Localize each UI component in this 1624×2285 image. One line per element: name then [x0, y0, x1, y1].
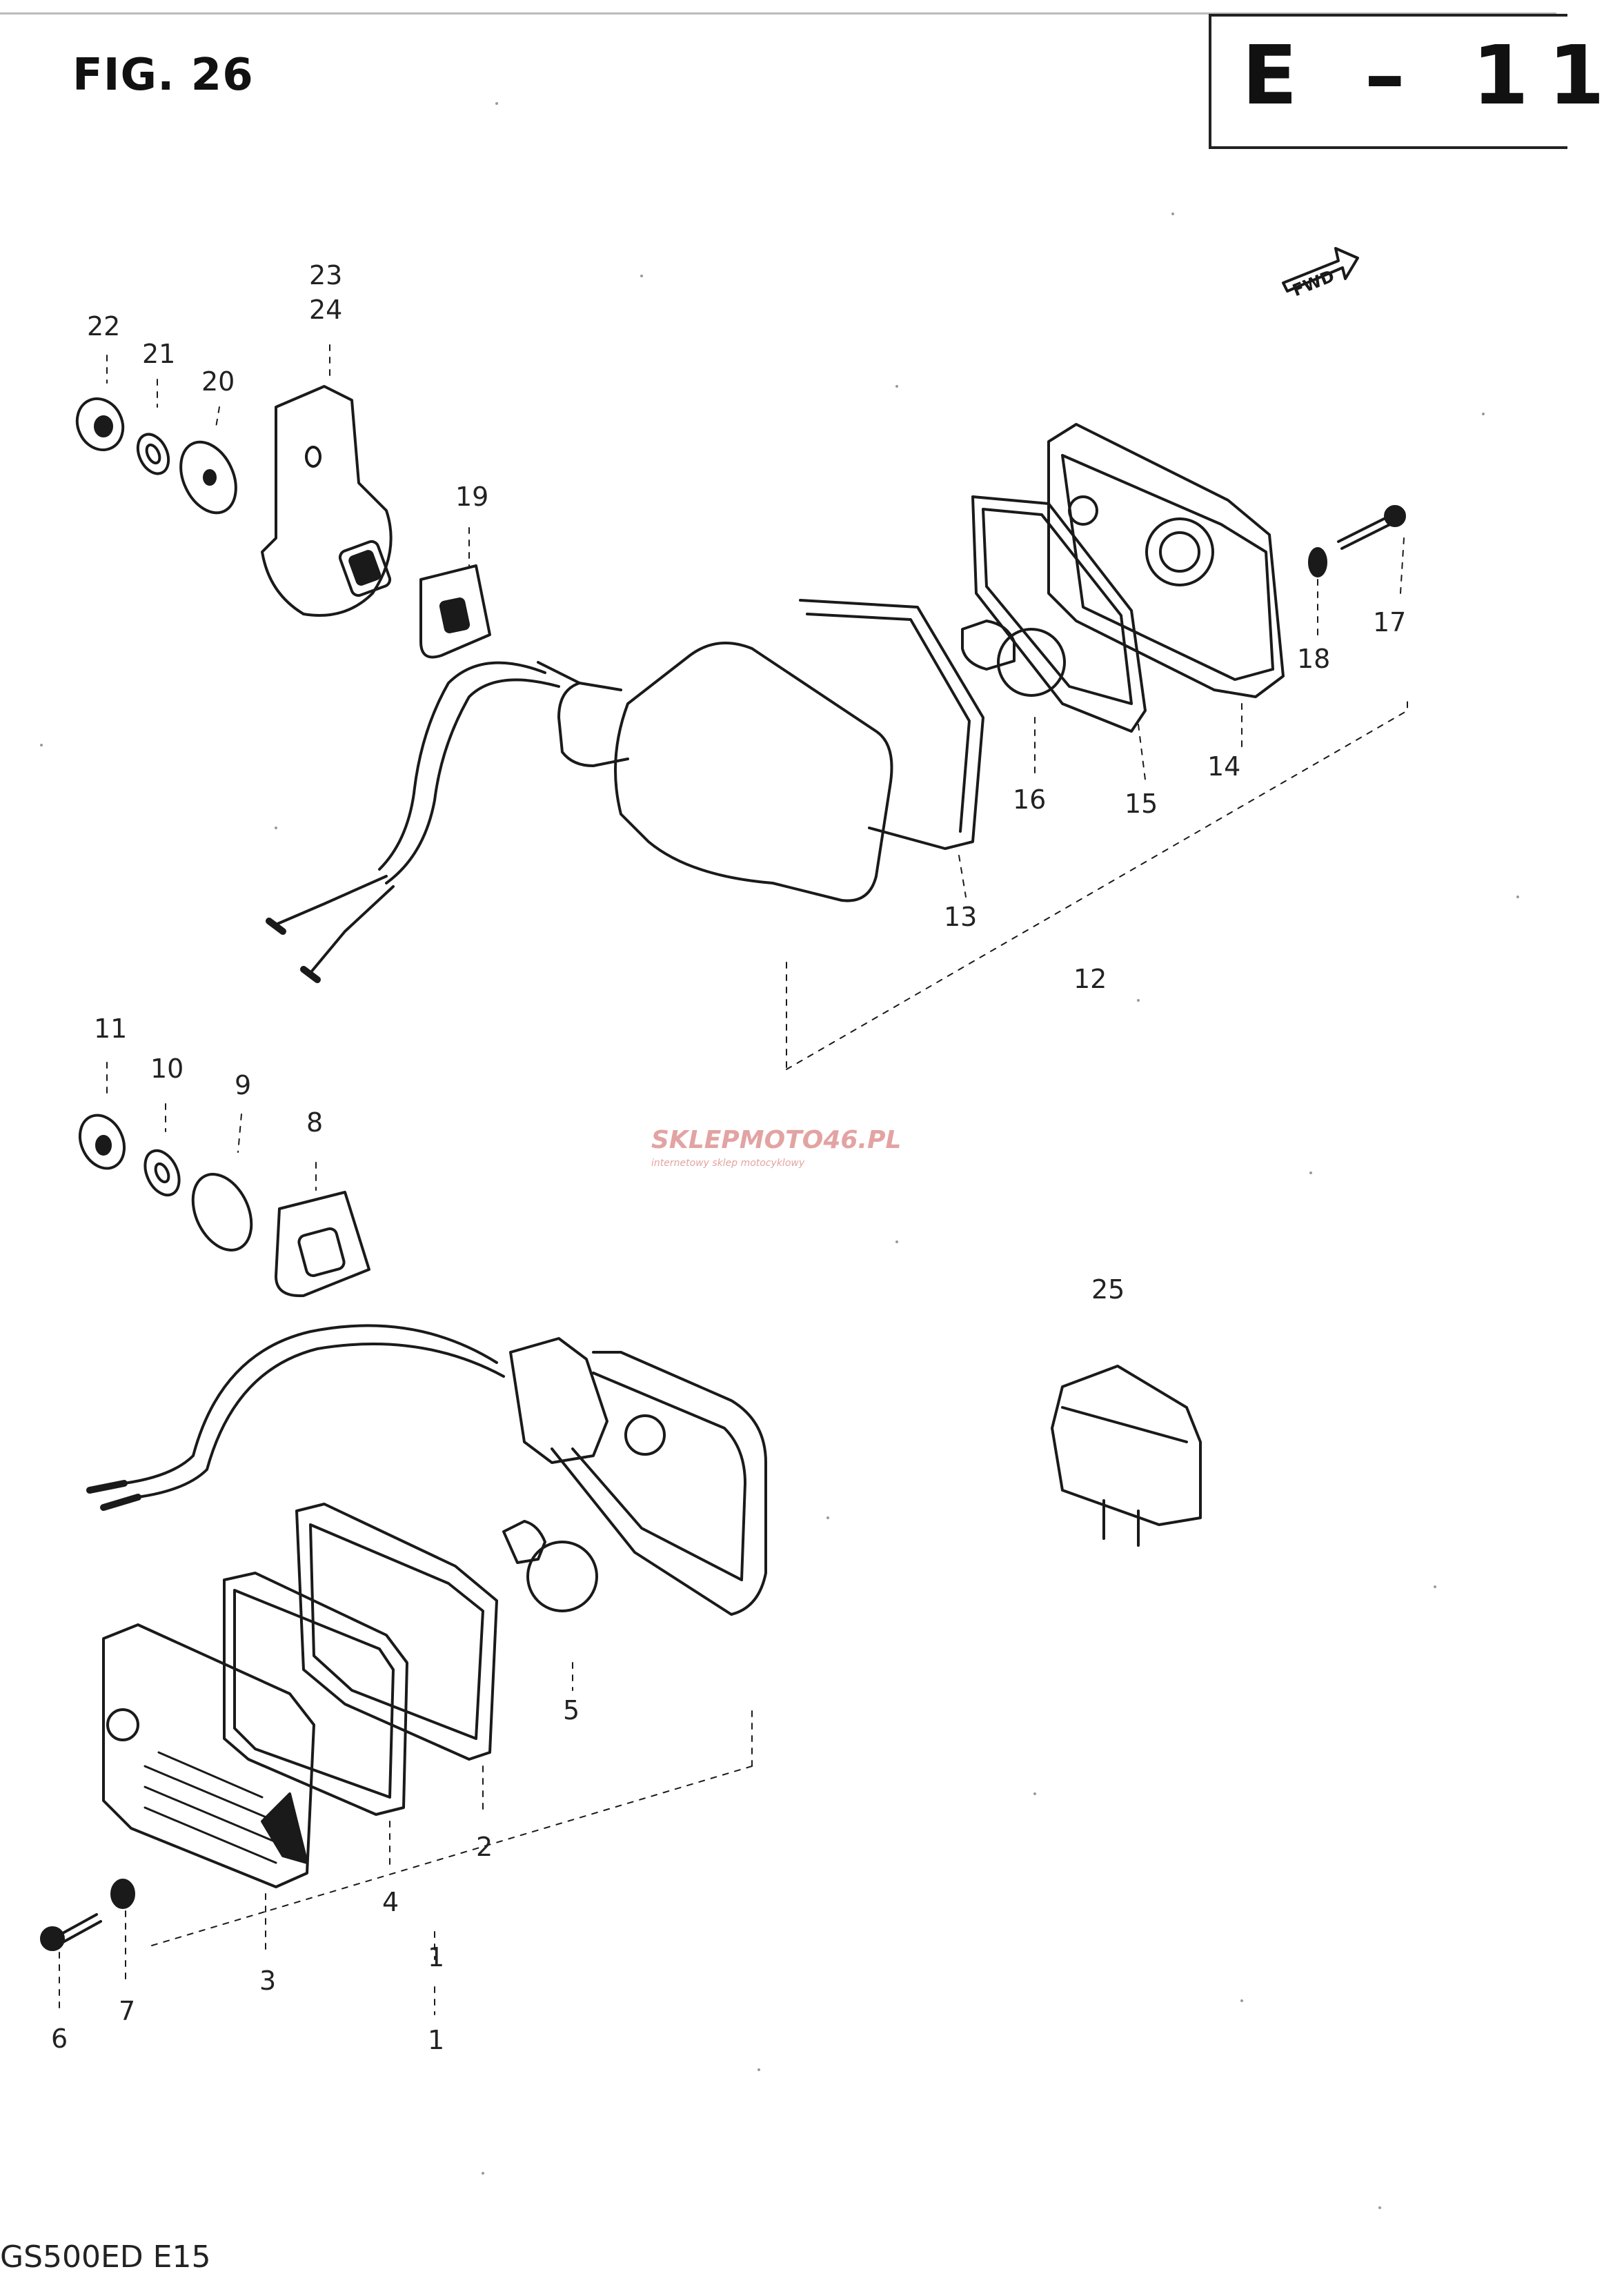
- bracket-23-24: [261, 385, 393, 617]
- part-label-17: 17: [1373, 607, 1406, 637]
- washer-9: [191, 1173, 253, 1252]
- part-label-12: 12: [1073, 964, 1107, 994]
- lock-washer-10: [143, 1149, 181, 1197]
- lens-14: [1047, 423, 1285, 698]
- turn-signal-housing-upper: [266, 642, 893, 983]
- part-label-5: 5: [563, 1695, 580, 1725]
- gasket-15: [971, 495, 1147, 733]
- part-label-10: 10: [150, 1054, 184, 1084]
- part-label-19: 19: [455, 482, 488, 512]
- bulb-16: [961, 620, 1066, 697]
- model-code: GS500ED E15: [0, 2239, 211, 2275]
- washer-18: [1308, 547, 1327, 577]
- part-label-6: 6: [51, 2024, 68, 2054]
- part-label-13: 13: [944, 902, 977, 932]
- figure-title: FIG. 26: [72, 50, 254, 101]
- exploded-parts-diagram: 23 24 22 21 20 19 17 18 14 15 16 13 12 1…: [40, 102, 1519, 2209]
- part-label-18: 18: [1297, 644, 1330, 674]
- part-label-21: 21: [142, 339, 175, 369]
- gasket-2: [295, 1503, 498, 1761]
- part-number-labels: 23 24 22 21 20 19 17 18 14 15 16 13 12 1…: [51, 260, 1406, 2055]
- part-label-7: 7: [119, 1996, 135, 2026]
- turn-signal-housing-lower: [86, 1324, 767, 1616]
- part-label-20: 20: [201, 366, 235, 397]
- lens-3: [102, 1623, 315, 1888]
- part-label-1-lower: 1: [428, 2025, 444, 2055]
- gasket-13: [799, 599, 984, 850]
- watermark-tagline: internetowy sklep motocyklowy: [651, 1158, 805, 1169]
- nut-22: [75, 397, 125, 451]
- nut-11: [78, 1114, 126, 1170]
- lock-washer-21: [136, 433, 170, 475]
- section-code-box: [1209, 14, 1567, 149]
- part-label-15: 15: [1125, 789, 1158, 819]
- section-code: E – 11: [1242, 28, 1624, 123]
- screw-6: [40, 1913, 102, 1951]
- part-label-3: 3: [259, 1966, 276, 1996]
- bulb-5: [502, 1520, 598, 1612]
- grommet-19: [419, 564, 491, 659]
- part-label-11: 11: [94, 1013, 127, 1044]
- washer-20: [179, 440, 237, 515]
- part-label-23: 23: [309, 260, 342, 290]
- part-label-9: 9: [235, 1070, 251, 1100]
- part-label-8: 8: [306, 1107, 323, 1138]
- part-label-16: 16: [1013, 784, 1046, 815]
- gasket-4: [223, 1572, 408, 1816]
- grommet-8: [275, 1191, 370, 1298]
- scan-noise: [40, 102, 1519, 2209]
- watermark-brand: SKLEPMOTO46.PL: [651, 1126, 901, 1154]
- part-label-22: 22: [87, 311, 120, 342]
- part-label-4: 4: [382, 1887, 399, 1917]
- washer-7: [110, 1879, 135, 1909]
- fwd-arrow-icon: [1282, 247, 1359, 293]
- part-label-2: 2: [476, 1832, 493, 1862]
- part-label-14: 14: [1207, 751, 1240, 782]
- part-label-1-upper: 1: [428, 1942, 444, 1972]
- part-label-24: 24: [309, 295, 342, 325]
- top-rule: [0, 12, 1556, 14]
- relay-25: [1051, 1365, 1202, 1547]
- screw-17: [1337, 505, 1406, 550]
- watermark: SKLEPMOTO46.PL internetowy sklep motocyk…: [651, 1126, 901, 1169]
- part-label-25: 25: [1091, 1274, 1125, 1305]
